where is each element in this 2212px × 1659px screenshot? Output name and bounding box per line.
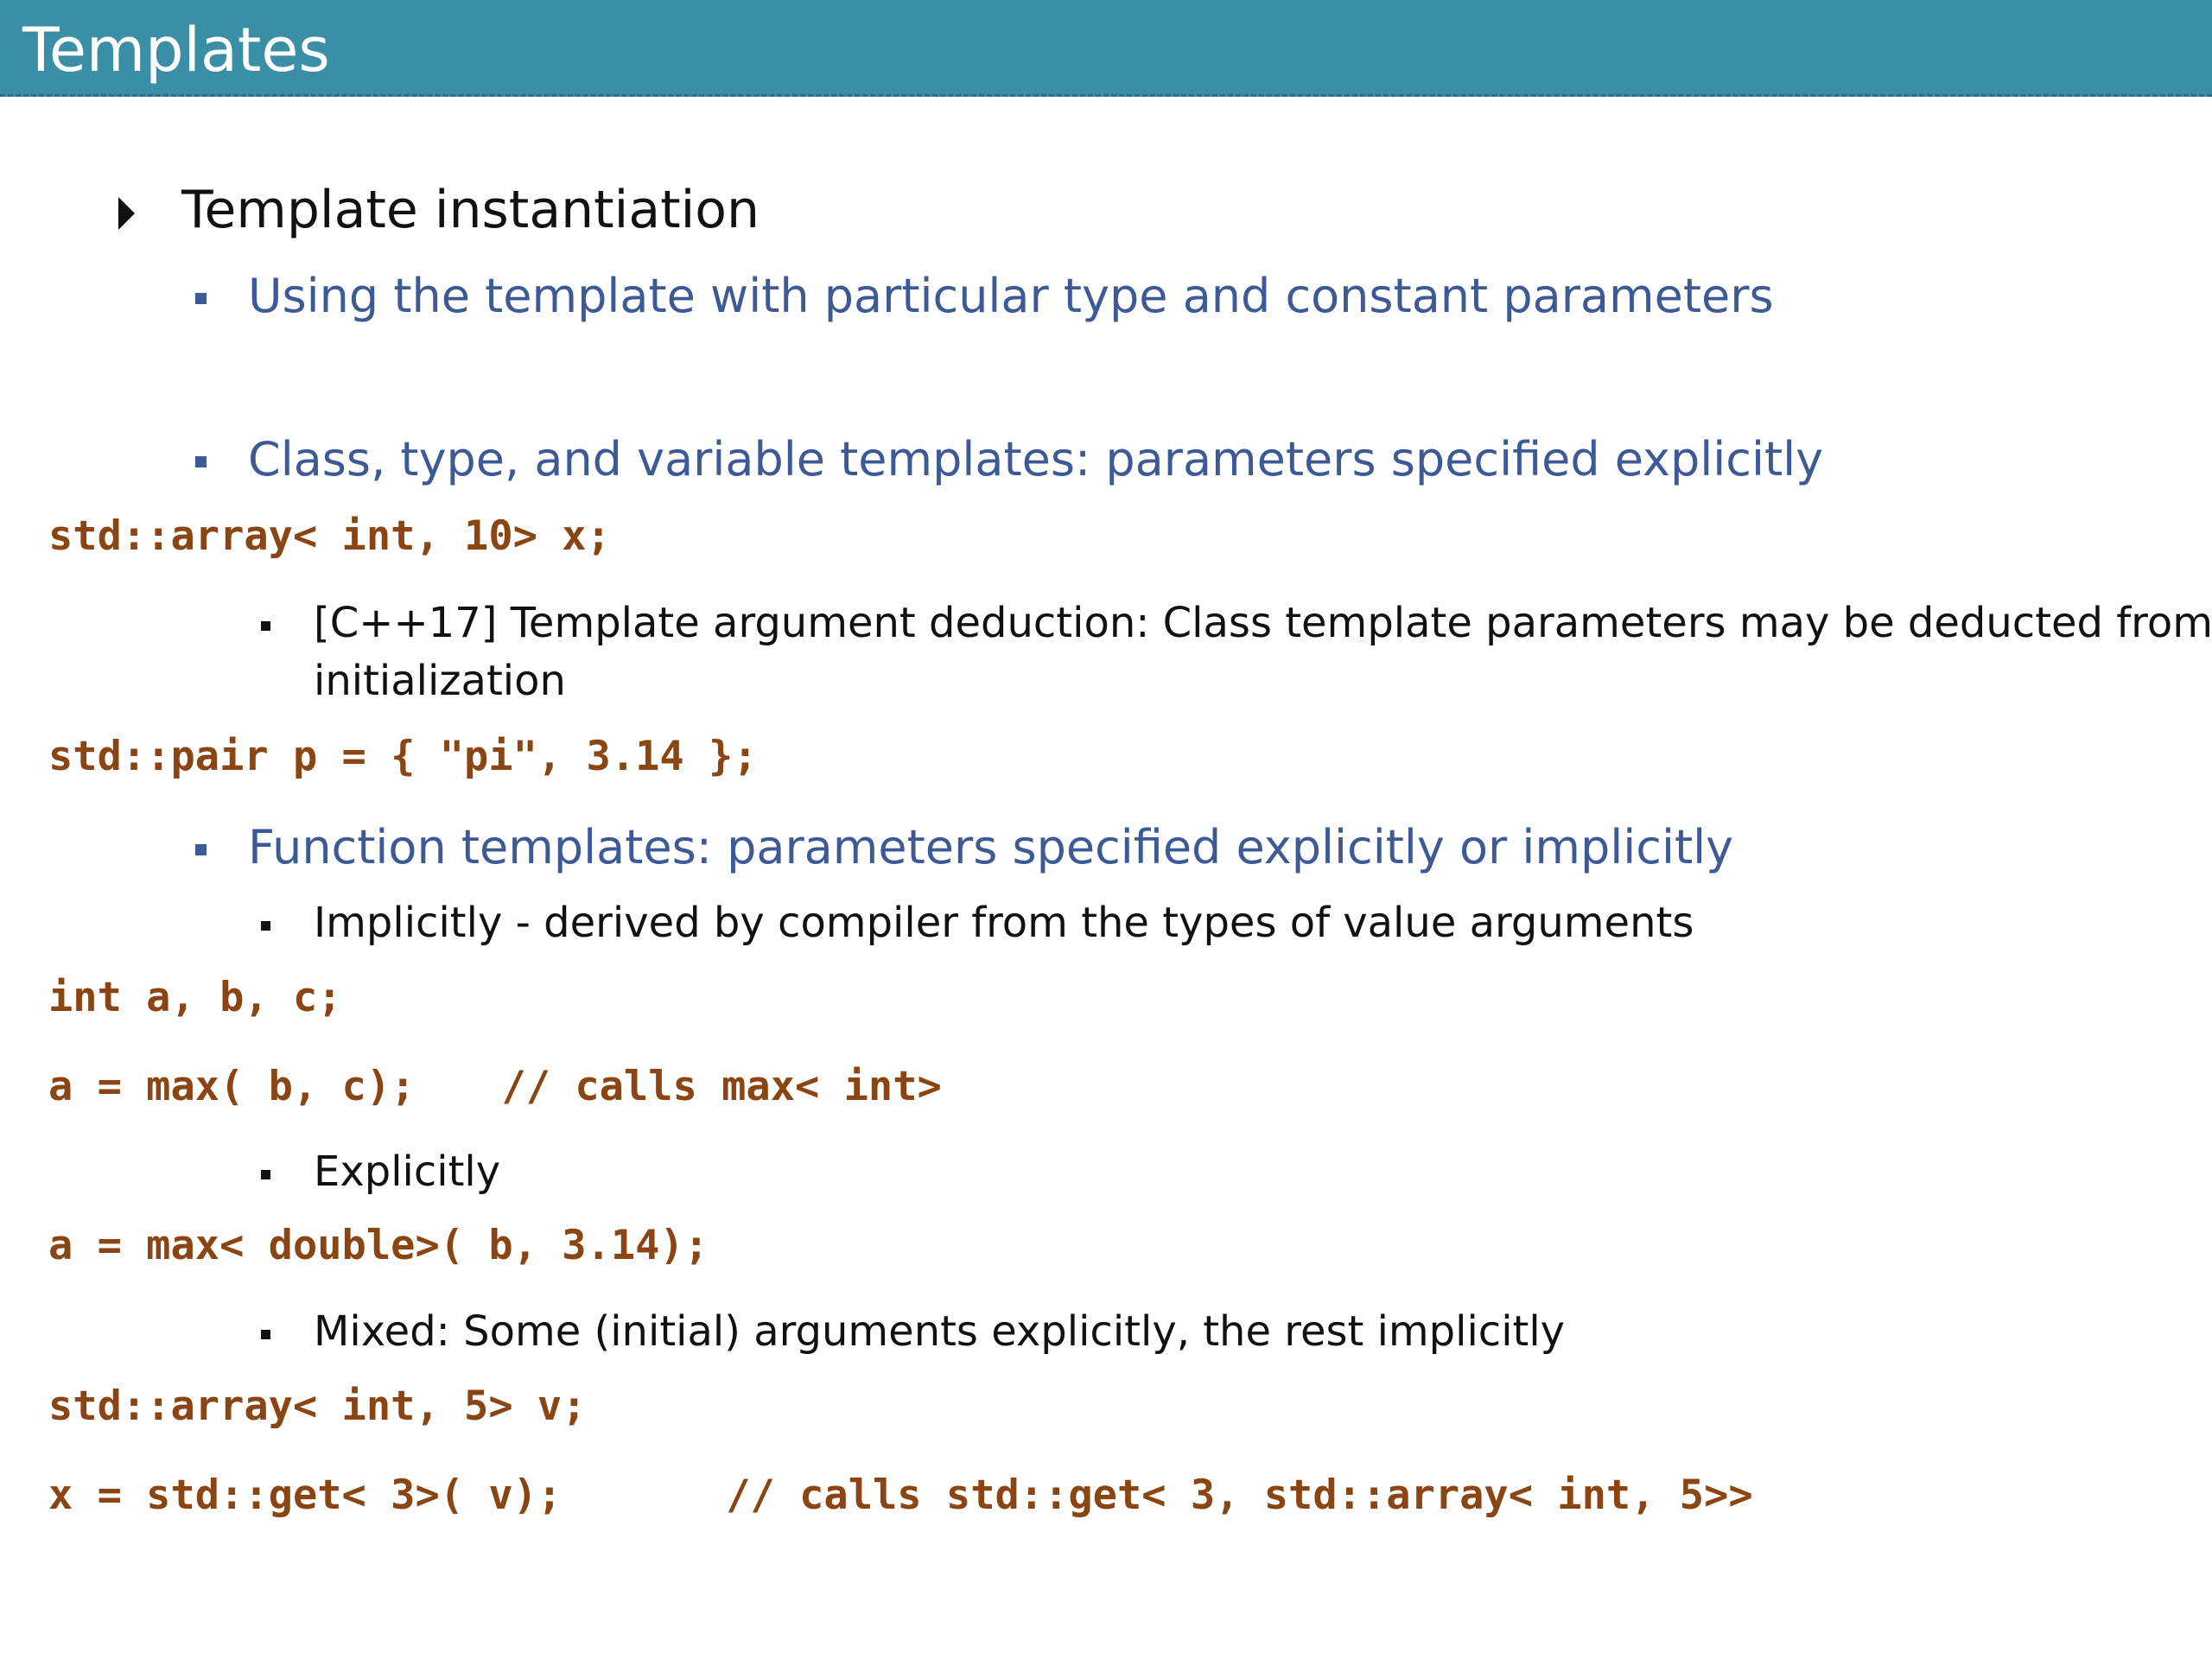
code-line-max-implicit: a = max( b, c); // calls max< int> — [48, 1063, 942, 1110]
code-line-array-x: std::array< int, 10> x; — [48, 512, 611, 560]
square-bullet-icon — [261, 921, 270, 931]
code-line-std-get: x = std::get< 3>( v); // calls std::get< … — [48, 1471, 1753, 1519]
bullet-explicitly: Explicitly — [314, 1147, 501, 1196]
code-line-pair-p: std::pair p = { "pi", 3.14 }; — [48, 733, 758, 780]
bullet-function-templates: Function templates: parameters specified… — [248, 820, 1734, 874]
bullet-mixed: Mixed: Some (initial) arguments explicit… — [314, 1307, 1566, 1356]
bullet-template-instantiation: Template instantiation — [181, 180, 760, 240]
square-bullet-icon — [195, 456, 207, 467]
code-comment: // calls max< int> — [501, 1063, 942, 1110]
code-line-int-decl: int a, b, c; — [48, 974, 342, 1021]
triangle-bullet-icon — [118, 197, 135, 230]
slide-header: Templates — [0, 0, 2212, 97]
code-comment: // calls std::get< 3, std::array< int, 5… — [726, 1471, 1753, 1519]
square-bullet-icon — [261, 1170, 270, 1179]
bullet-class-templates: Class, type, and variable templates: par… — [248, 432, 1824, 486]
slide-title: Templates — [22, 15, 330, 86]
code-line-max-explicit: a = max< double>( b, 3.14); — [48, 1222, 709, 1269]
code-statement: x = std::get< 3>( v); — [48, 1471, 563, 1519]
bullet-cpp17-deduction: [C++17] Template argument deduction: Cla… — [314, 599, 2212, 647]
code-line-array-v: std::array< int, 5> v; — [48, 1382, 587, 1430]
bullet-cpp17-deduction-continued: initialization — [314, 657, 566, 705]
code-statement: a = max( b, c); — [48, 1063, 416, 1110]
square-bullet-icon — [261, 1330, 270, 1339]
square-bullet-icon — [195, 293, 207, 304]
square-bullet-icon — [261, 621, 270, 631]
bullet-using-template: Using the template with particular type … — [248, 269, 1774, 323]
square-bullet-icon — [195, 844, 207, 855]
bullet-implicitly: Implicitly - derived by compiler from th… — [314, 899, 1694, 947]
